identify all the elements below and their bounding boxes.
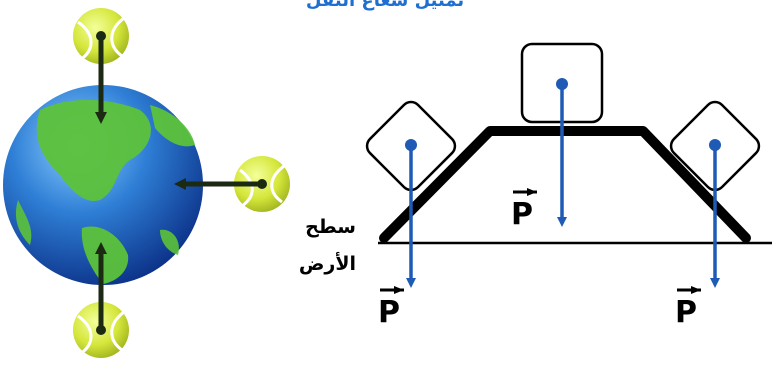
weight-arrow-left: [405, 139, 417, 288]
gravity-arrow-bottom: [95, 242, 107, 335]
gravity-arrow-right: [174, 178, 267, 190]
vector-symbol: P: [511, 197, 533, 232]
top-caption: تمثيل شعاع الثقل: [306, 0, 464, 11]
weight-arrow-top: [556, 78, 568, 227]
weight-vector-label-middle: P: [511, 188, 537, 232]
gravity-arrow-top: [95, 31, 107, 124]
weight-arrow-right: [709, 139, 721, 288]
surface-label-line1: سطح: [305, 216, 356, 238]
vector-symbol: P: [378, 295, 400, 330]
surface-label-line2: الأرض: [299, 252, 356, 275]
ramp-profile: [379, 126, 751, 243]
weight-vector-label-left: P: [378, 286, 404, 330]
vector-symbol: P: [675, 295, 697, 330]
weight-vector-label-right: P: [675, 286, 701, 330]
earth-icon: [3, 85, 203, 285]
